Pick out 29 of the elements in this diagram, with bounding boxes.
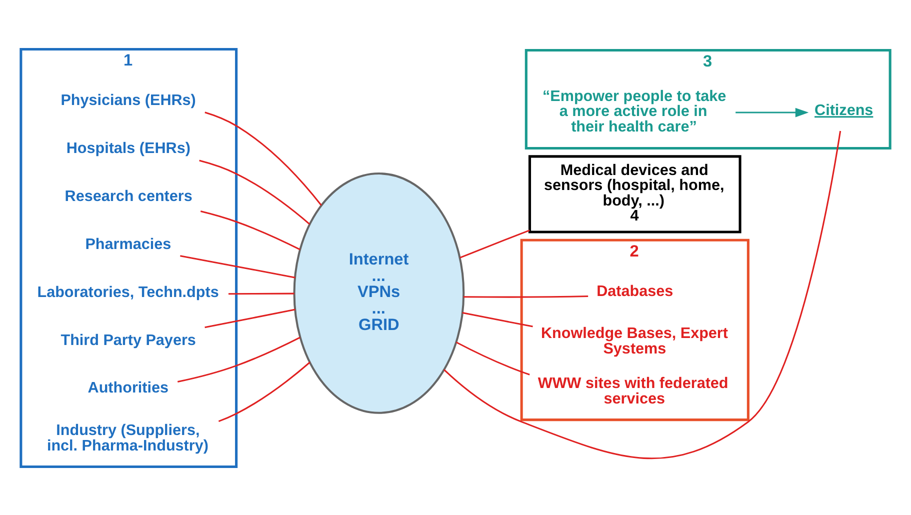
node-text: “Empower people to take a more active role in their health care”	[542, 87, 726, 135]
node-text: Databases	[596, 282, 674, 300]
connector	[463, 294, 588, 298]
connector	[460, 229, 530, 258]
connector	[204, 308, 296, 328]
node-text: Hospitals (EHRs)	[66, 139, 190, 156]
connector	[218, 361, 310, 422]
connector	[462, 311, 533, 327]
node-text: Knowledge Bases, Expert Systems	[540, 324, 728, 357]
connector	[200, 210, 300, 250]
node-box: Medical devices and sensors (hospital, home, body, ...) 4	[528, 154, 742, 233]
node-text: Physicians (EHRs)	[60, 91, 196, 108]
node-text: Third Party Payers	[60, 331, 196, 348]
connector	[456, 341, 530, 375]
node-text: Citizens	[814, 102, 874, 119]
node-text: Research centers	[64, 187, 192, 204]
node-text: Pharmacies	[85, 235, 172, 252]
connector	[444, 130, 842, 458]
connector	[180, 254, 296, 278]
node-ellipse: Internet ... VPNs ... GRID	[293, 172, 465, 414]
arrow	[736, 107, 809, 117]
node-text: WWW sites with federated services	[538, 374, 728, 407]
node-text: Laboratories, Techn.dpts	[37, 283, 219, 300]
connector	[204, 111, 322, 206]
node-text: Authorities	[88, 379, 169, 396]
node-text: Industry (Suppliers, incl. Pharma-Industry)	[46, 422, 208, 454]
connector	[177, 336, 300, 382]
connector	[228, 292, 294, 294]
connector	[199, 159, 310, 224]
